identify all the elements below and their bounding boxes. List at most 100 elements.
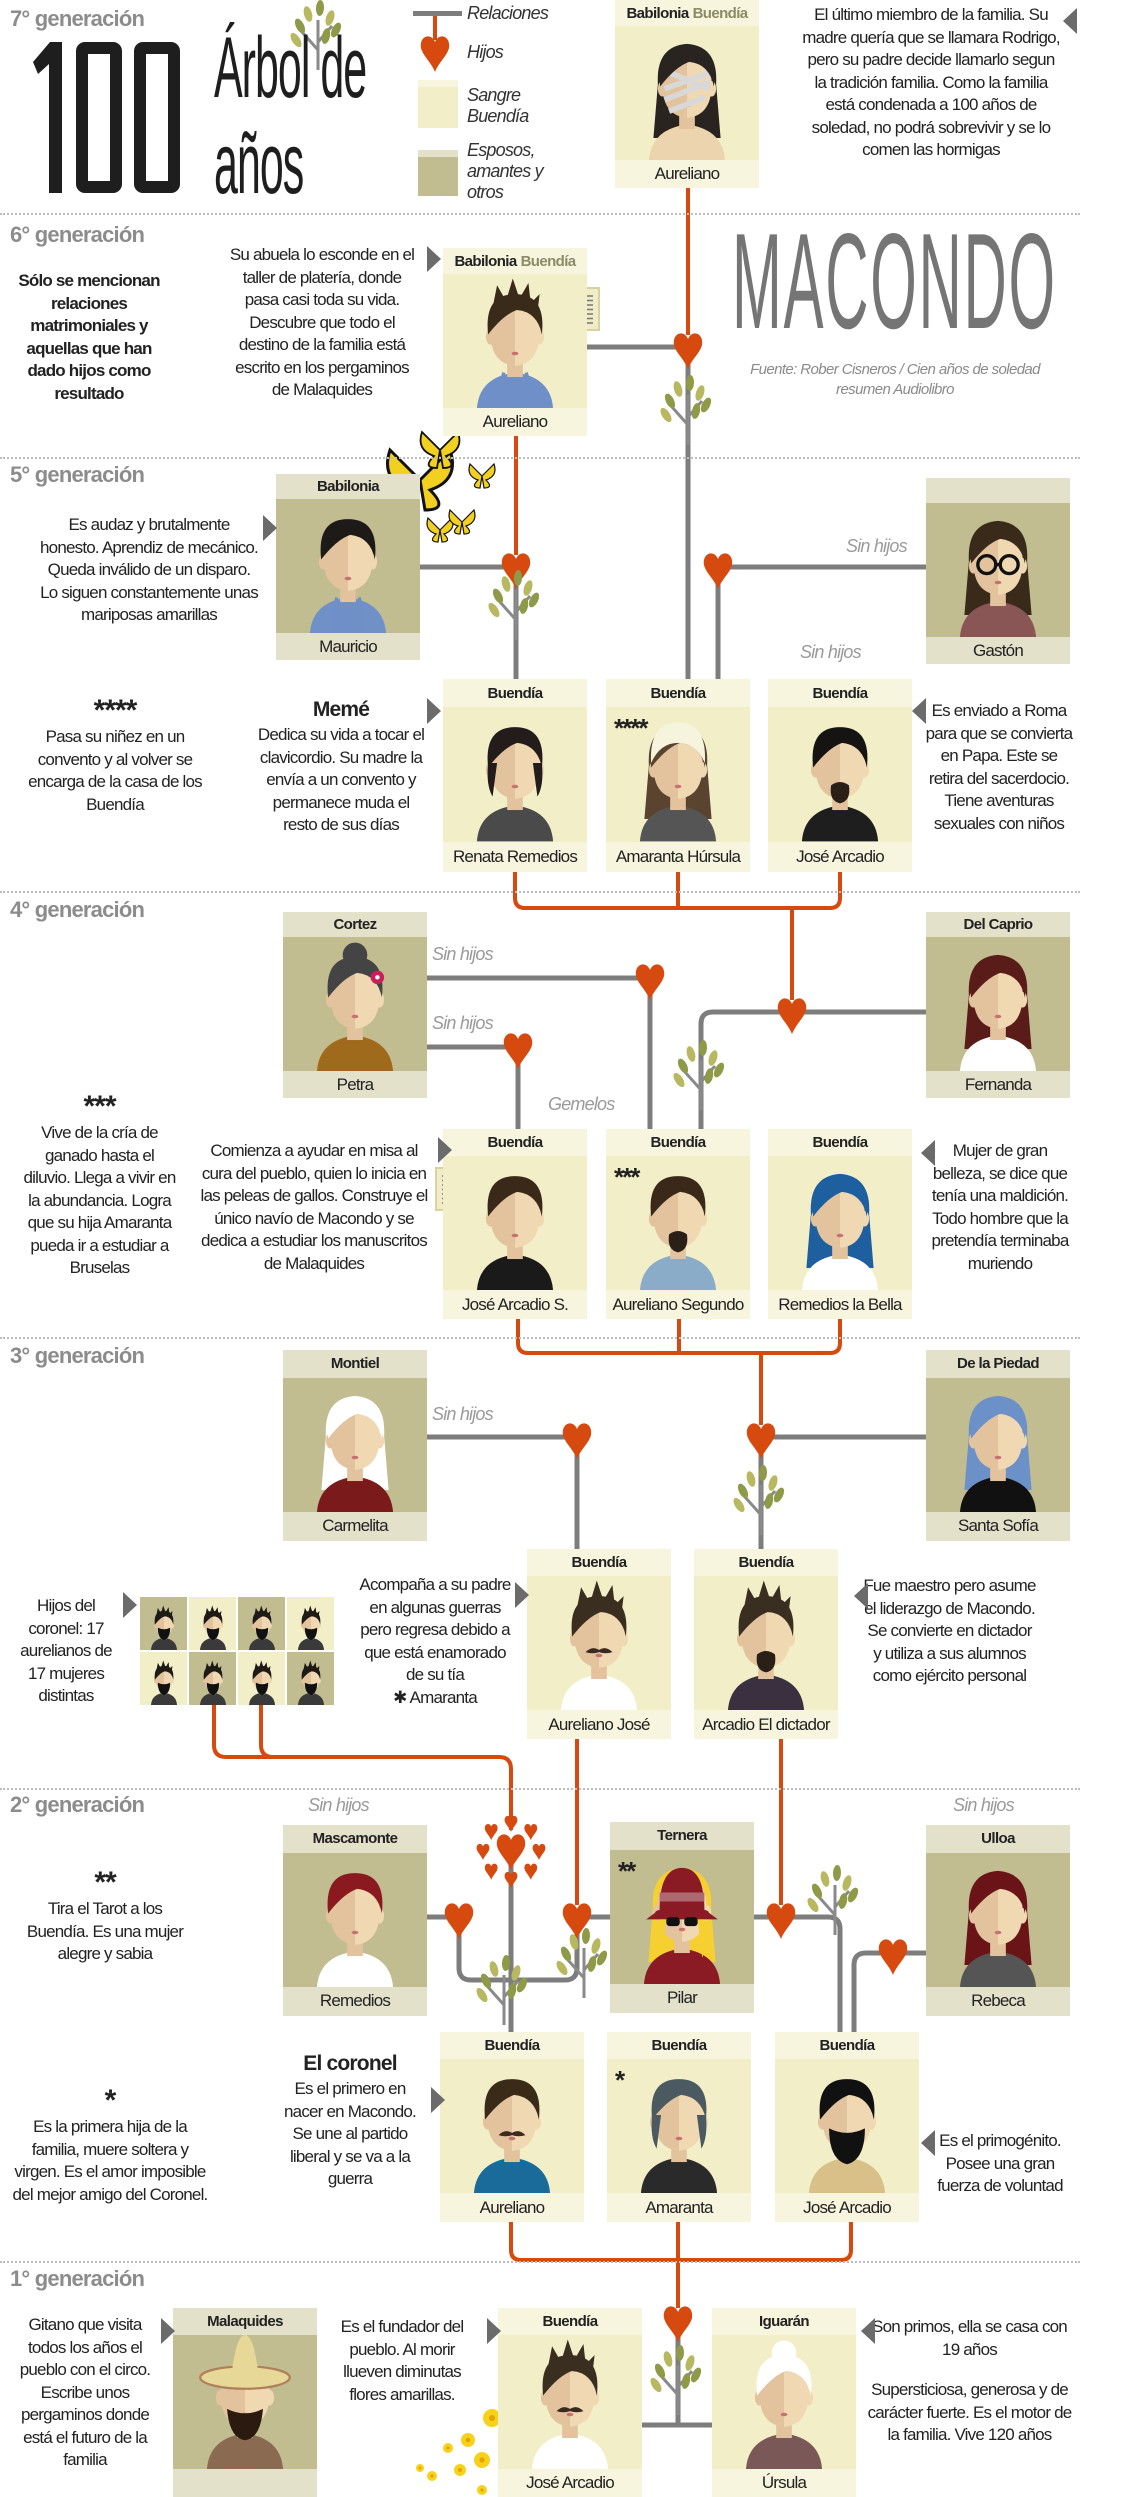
card-surname: Babilonia bbox=[276, 474, 420, 500]
yellow-flower-icon bbox=[474, 2452, 490, 2468]
person-card-malaquides[interactable]: Malaquides bbox=[173, 2308, 317, 2497]
card-surname: Buendía bbox=[440, 2032, 584, 2060]
avatar-icon bbox=[640, 2079, 718, 2194]
note-text: Comienza a ayudar en misa al cura del pu… bbox=[200, 1141, 428, 1273]
portrait bbox=[926, 937, 1070, 1072]
aureliano-son-thumbnail bbox=[287, 1652, 334, 1705]
note-arcadio: Fue maestro pero asume el liderazgo de M… bbox=[862, 1575, 1037, 1688]
person-card-gaston[interactable]: Gastón bbox=[926, 478, 1070, 664]
heart-cluster-icon bbox=[532, 1843, 546, 1860]
legend-blood: Sangre Buendía bbox=[467, 85, 529, 126]
portrait bbox=[440, 2059, 584, 2194]
person-card-amaranta2[interactable]: Buendía*Amaranta bbox=[607, 2032, 751, 2222]
surname-secondary-text: Buendía bbox=[520, 252, 577, 270]
yellow-flower-icon bbox=[454, 2464, 466, 2476]
logo-digit-zero bbox=[76, 42, 122, 193]
surname-text: Babilonia bbox=[454, 252, 517, 270]
note-amaranta-ursula: ****Pasa su niñez en un convento y al vo… bbox=[20, 696, 210, 816]
note-extra-text: Supersticiosa, generosa y de carácter fu… bbox=[867, 2380, 1073, 2444]
generation-label: 6° generación bbox=[10, 222, 145, 247]
note-aureliano6: Su abuela lo esconde en el taller de pla… bbox=[228, 244, 416, 402]
sprout-tree-icon bbox=[556, 1928, 608, 1998]
children-line bbox=[212, 1705, 513, 1830]
heart-cluster-icon bbox=[476, 1843, 490, 1860]
yellow-flower-icon bbox=[427, 2471, 437, 2481]
avatar-icon bbox=[639, 1176, 717, 1291]
avatar-icon bbox=[297, 1605, 324, 1650]
portrait bbox=[443, 1156, 587, 1291]
pointer-arrow-icon bbox=[263, 515, 277, 541]
title-line2: años bbox=[214, 116, 304, 212]
legend-spouses: Esposos, amantes y otros bbox=[467, 140, 544, 202]
heart-cluster-icon bbox=[504, 1815, 518, 1832]
avatar-icon bbox=[316, 1395, 394, 1512]
aureliano-son-thumbnail bbox=[238, 1597, 285, 1650]
card-surname: Buendía bbox=[775, 2032, 919, 2060]
surname-text: Buendía bbox=[819, 2037, 876, 2054]
surname-text: Ternera bbox=[657, 1827, 707, 1845]
relation-line bbox=[427, 1044, 521, 1129]
note-pilar: **Tira el Tarot a los Buendía. Es una mu… bbox=[25, 1868, 185, 1966]
card-name: Aureliano José bbox=[527, 1710, 671, 1739]
relation-line-swatch bbox=[413, 11, 462, 16]
person-card-amaranta-ursula[interactable]: Buendía****Amaranta Húrsula bbox=[606, 679, 750, 872]
note-amaranta2: *Es la primera hija de la familia, muere… bbox=[10, 2086, 210, 2206]
yellow-flower-icon bbox=[483, 2409, 501, 2427]
surname-text: Buendía bbox=[650, 684, 707, 702]
note-text: Es audaz y brutalmente honesto. Aprendiz… bbox=[40, 515, 259, 624]
avatar-icon bbox=[959, 1395, 1037, 1512]
title-number-logo bbox=[33, 42, 180, 193]
note-relations-note: Sólo se mencionan relaciones matrimonial… bbox=[14, 270, 164, 405]
card-surname: Buendía bbox=[498, 2308, 642, 2335]
surname-text: Mascamonte bbox=[312, 1830, 398, 1848]
heart-icon bbox=[562, 1903, 592, 1939]
avatar-icon bbox=[248, 1660, 275, 1705]
portrait bbox=[615, 26, 759, 161]
sprout-tree-icon bbox=[807, 1865, 859, 1935]
card-surname: Del Caprio bbox=[926, 912, 1070, 938]
generation-label: 4° generación bbox=[10, 897, 145, 922]
aureliano-son-thumbnail bbox=[189, 1652, 236, 1705]
portrait: * bbox=[607, 2059, 751, 2194]
note-text: Es el primogénito. Posee una gran fuerza… bbox=[937, 2131, 1063, 2195]
surname-text: Babilonia bbox=[316, 478, 380, 496]
spouse-swatch bbox=[418, 150, 458, 196]
avatar-icon bbox=[648, 43, 726, 161]
portrait bbox=[276, 499, 420, 634]
card-surname: Cortez bbox=[283, 912, 427, 938]
heart-cluster-icon bbox=[484, 1863, 498, 1880]
portrait bbox=[527, 1576, 671, 1711]
generation-label: 3° generación bbox=[10, 1343, 145, 1368]
note-marker-stars: **** bbox=[614, 713, 649, 744]
card-surname: Buendía bbox=[606, 1129, 750, 1157]
children-line bbox=[509, 2219, 853, 2262]
portrait bbox=[443, 707, 587, 842]
pointer-arrow-icon bbox=[427, 698, 441, 724]
no-children-label: Sin hijos bbox=[308, 1795, 370, 1815]
note-text: Es la primera hija de la familia, muere … bbox=[12, 2117, 209, 2204]
person-card-aureliano-segundo[interactable]: Buendía***Aureliano Segundo bbox=[606, 1129, 750, 1319]
person-card-pilar[interactable]: Ternera**Pilar bbox=[610, 1822, 754, 2013]
butterfly-icon bbox=[468, 462, 496, 489]
portrait bbox=[173, 2334, 317, 2469]
